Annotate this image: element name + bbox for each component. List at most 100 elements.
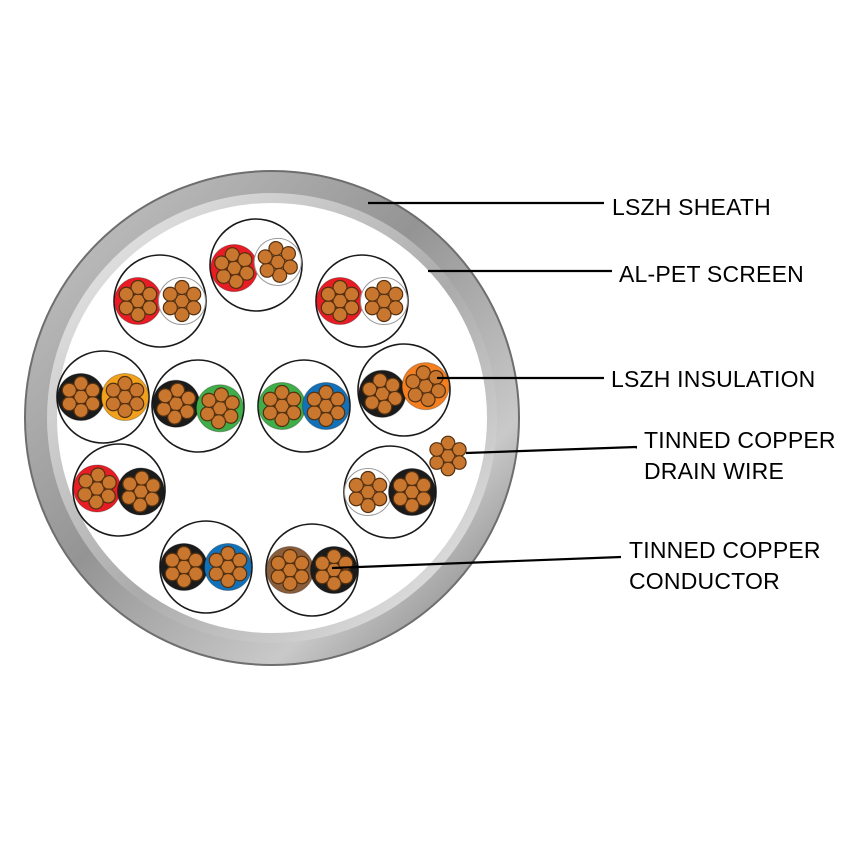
copper-strand xyxy=(61,396,77,412)
copper-strand xyxy=(224,247,240,263)
wire-pair xyxy=(257,359,351,453)
copper-strand xyxy=(262,405,278,421)
copper-strand xyxy=(282,548,298,565)
copper-strand xyxy=(440,435,456,451)
copper-strand xyxy=(392,491,408,507)
copper-strand xyxy=(415,365,431,381)
copper-strand xyxy=(387,390,403,407)
copper-strand xyxy=(118,286,134,302)
copper-strand xyxy=(429,442,445,457)
copper-strand xyxy=(210,414,227,430)
copper-strand xyxy=(364,286,380,302)
copper-strand xyxy=(451,455,467,470)
copper-strand xyxy=(348,477,364,493)
copper-strand xyxy=(257,249,273,265)
copper-strand xyxy=(344,300,360,316)
wire-pair xyxy=(343,445,437,539)
label-tinned-copper-drain-wire: TINNED COPPER DRAIN WIRE xyxy=(644,427,836,484)
copper-strand xyxy=(85,396,101,412)
wire-pair xyxy=(72,443,166,537)
copper-strand xyxy=(85,382,101,398)
copper-strand xyxy=(239,265,255,281)
copper-strand xyxy=(320,286,336,302)
copper-strand xyxy=(101,474,117,491)
copper-strand xyxy=(330,391,346,407)
copper-strand xyxy=(162,300,178,316)
copper-strand xyxy=(130,279,146,296)
copper-strand xyxy=(405,373,421,390)
copper-strand xyxy=(440,461,456,477)
copper-strand xyxy=(78,473,94,489)
copper-strand xyxy=(142,300,158,316)
copper-strand xyxy=(117,375,133,392)
copper-strand xyxy=(100,488,116,504)
copper-strand xyxy=(332,279,348,296)
copper-strand xyxy=(377,399,393,415)
copper-strand xyxy=(188,552,204,568)
copper-strand xyxy=(167,409,183,425)
copper-strand xyxy=(208,552,224,568)
copper-strand xyxy=(318,411,334,428)
copper-strand xyxy=(88,494,104,510)
copper-strand xyxy=(362,381,378,397)
copper-strand xyxy=(376,279,392,296)
copper-strand xyxy=(274,384,290,401)
copper-strand xyxy=(129,382,145,398)
copper-strand xyxy=(344,286,360,302)
copper-strand xyxy=(282,259,298,275)
copper-strand xyxy=(429,455,445,470)
copper-strand xyxy=(314,555,330,571)
copper-strand xyxy=(232,552,248,568)
copper-strand xyxy=(314,569,330,585)
copper-strand xyxy=(188,566,204,582)
copper-strand xyxy=(220,545,236,562)
copper-strand xyxy=(286,405,302,421)
copper-strand xyxy=(404,497,420,514)
copper-strand xyxy=(169,382,186,398)
copper-strand xyxy=(388,300,404,316)
copper-strand xyxy=(282,575,298,592)
copper-strand xyxy=(388,286,404,302)
copper-strand xyxy=(118,300,134,316)
copper-strand xyxy=(372,477,388,493)
copper-strand xyxy=(306,405,322,421)
label-tinned-copper-conductor: TINNED COPPER CONDUCTOR xyxy=(629,537,821,594)
copper-strand xyxy=(145,478,161,494)
copper-strand xyxy=(338,569,354,585)
drain-wire xyxy=(429,435,467,477)
copper-strand xyxy=(392,477,408,493)
copper-strand xyxy=(105,382,121,398)
copper-strand xyxy=(129,396,145,412)
label-lszh-sheath: LSZH SHEATH xyxy=(612,194,771,220)
copper-strand xyxy=(274,411,290,428)
copper-strand xyxy=(326,548,342,565)
copper-strand xyxy=(73,375,89,392)
copper-strand xyxy=(90,467,106,483)
copper-strand xyxy=(332,306,348,323)
copper-strand xyxy=(142,286,158,302)
copper-strand xyxy=(201,392,217,408)
copper-strand xyxy=(232,566,248,582)
wire-pair xyxy=(56,350,150,444)
copper-strand xyxy=(286,391,302,407)
copper-strand xyxy=(164,566,180,582)
wire-pair xyxy=(209,218,303,312)
copper-strand xyxy=(364,300,380,316)
copper-strand xyxy=(73,402,89,419)
copper-strand xyxy=(157,388,173,404)
copper-strand xyxy=(174,306,190,323)
wire-pair xyxy=(113,254,207,348)
copper-strand xyxy=(270,569,286,585)
leader-line-tinned-copper-drain-wire xyxy=(465,445,638,455)
copper-strand xyxy=(134,470,150,486)
copper-strand xyxy=(416,491,432,507)
copper-strand xyxy=(294,555,310,571)
label-lszh-insulation: LSZH INSULATION xyxy=(611,366,816,392)
copper-strand xyxy=(330,405,346,421)
copper-strand xyxy=(144,491,160,507)
copper-strand xyxy=(416,477,432,493)
copper-strand xyxy=(372,372,388,389)
copper-strand xyxy=(372,491,388,507)
copper-strand xyxy=(326,575,342,592)
wire-pair xyxy=(151,359,245,453)
